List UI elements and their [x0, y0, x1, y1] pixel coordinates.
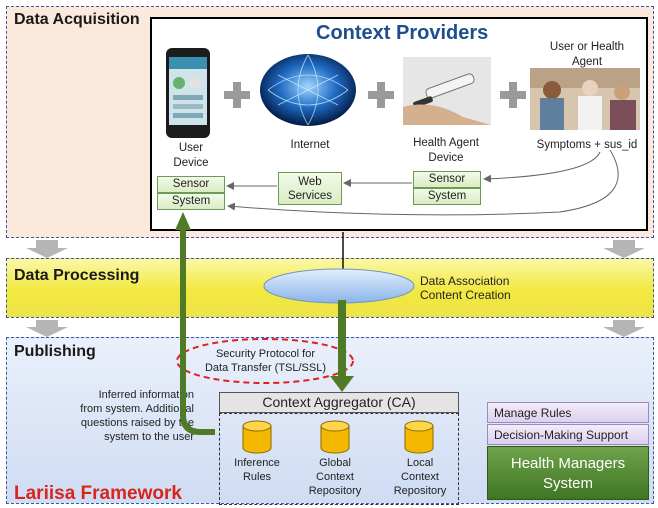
inferred-information-label: Inferred information from system. Additi…	[80, 389, 194, 443]
security-ellipse	[176, 338, 354, 384]
publishing-title: Publishing	[14, 343, 96, 360]
data-acquisition-title: Data Acquisition	[14, 11, 140, 28]
internet-label: Internet	[290, 139, 330, 151]
database-icon	[404, 420, 434, 454]
plus-icon	[368, 82, 394, 108]
symptoms-label: Symptoms + sus_id	[536, 139, 638, 151]
sensor-system-left-top: Sensor	[157, 176, 225, 193]
database-icon	[320, 420, 350, 454]
people-photo-icon	[530, 68, 640, 130]
health-device-icon	[403, 57, 491, 125]
decision-making-support-box: Decision-Making Support	[487, 424, 649, 445]
plus-icon	[500, 82, 526, 108]
context-aggregator-box: Context Aggregator (CA)	[219, 392, 459, 413]
arrow-acq-left	[26, 240, 68, 258]
repositories-box	[219, 413, 459, 505]
smartphone-icon	[166, 48, 210, 138]
database-icon	[242, 420, 272, 454]
sensor-system-left-bottom: System	[157, 193, 225, 210]
plus-icon	[224, 82, 250, 108]
internet-globe-icon	[260, 54, 356, 126]
sensor-system-right-top: Sensor	[413, 171, 481, 188]
lariisa-framework-title: Lariisa Framework	[14, 483, 182, 504]
arrow-proc-right	[603, 320, 645, 337]
data-processing-title: Data Processing	[14, 267, 140, 284]
manage-rules-box: Manage Rules	[487, 402, 649, 423]
sensor-system-right-bottom: System	[413, 188, 481, 205]
arrow-proc-left	[26, 320, 68, 337]
context-providers-title: Context Providers	[316, 22, 489, 44]
arrow-acq-right	[603, 240, 645, 258]
